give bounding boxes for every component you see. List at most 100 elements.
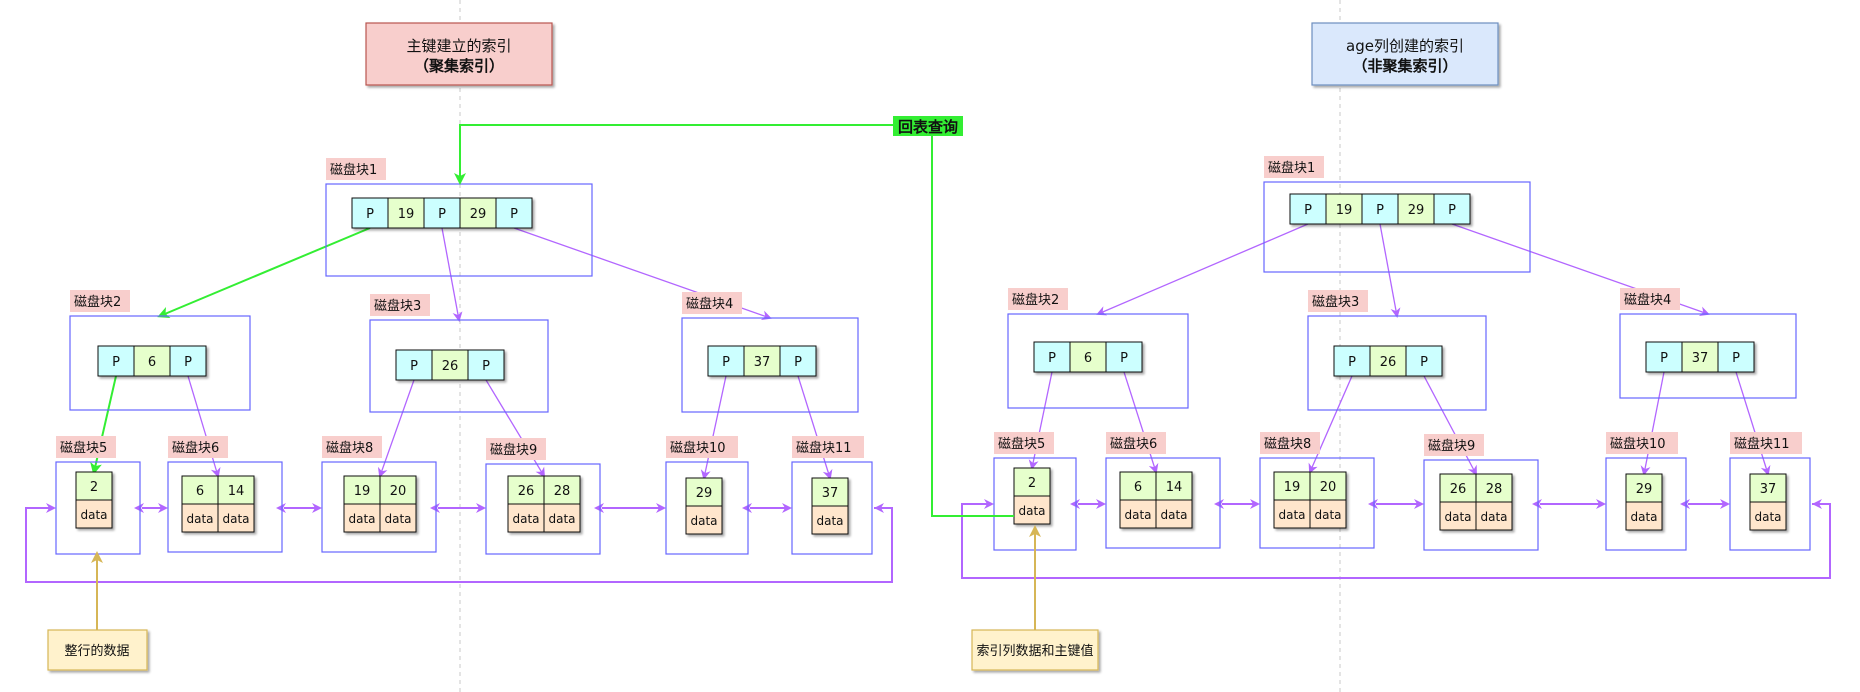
tree1-leaf-block-4-cells <box>507 475 581 533</box>
tree1-leaf-block-1-data-text: data <box>80 508 107 522</box>
tree2-internal-block-3-frame <box>1619 313 1797 399</box>
tree2-leaf-block-6-cells <box>1749 473 1787 531</box>
tree1-edge-root-to-internal-2 <box>441 227 463 322</box>
tree1-internal-block-3-label-bg <box>682 292 742 314</box>
tree1-internal-block-1-key-text: 6 <box>148 355 156 370</box>
tree2-internal-block-1-pointer-cell <box>1105 341 1143 373</box>
tree2-root-block-cells <box>1289 193 1471 225</box>
tree2-leaf-block-4-data-text: data <box>1444 510 1471 524</box>
tree2-leaf-block-1-cells <box>1013 467 1051 525</box>
tree2-internal-block-2-key-text: 26 <box>1380 355 1397 370</box>
tree1-leaf-block-3-frame <box>321 461 437 553</box>
tree1-leaf-block-4-key-cell <box>507 475 545 505</box>
tree2-leaf-block-2-data-cell <box>1155 499 1193 529</box>
tree2-leaf-block-1-data-text: data <box>1018 504 1045 518</box>
tree1-internal-block-2-key-text: 26 <box>442 359 459 374</box>
tree1-leaf-block-6-label-bg <box>792 436 864 458</box>
tree1-internal-block-2-key-cell <box>431 349 469 381</box>
tree2-root-block-pointer-cell <box>1361 193 1399 225</box>
tree1-leaf-block-1-key-text: 2 <box>90 480 98 495</box>
tree2-leaf-block-2-cells <box>1119 471 1193 529</box>
tree2-leaf-block-1-data-cell <box>1013 495 1051 525</box>
tree1-edge-internal-to-leaf-5 <box>700 375 727 480</box>
tree1-leaf-block-1-data-cell <box>75 499 113 529</box>
tree1-leaf-block-4-label: 磁盘块9 <box>490 442 537 458</box>
tree2-internal-block-1-pointer-cell <box>1033 341 1071 373</box>
tree1-leaf-block-4-key-text: 26 <box>518 484 535 499</box>
tree1-leaf-block-6-data-cell <box>811 505 849 535</box>
tree2-leaf-loop <box>961 499 1831 579</box>
tree1-leaf-block-2-label-bg <box>168 436 228 458</box>
tree1-leaf-block-3-key-text: 20 <box>390 484 407 499</box>
tree1-root-block-pointer-cell <box>423 197 461 229</box>
tree1-internal-block-3-frame <box>681 317 859 413</box>
tree2-leaf-block-2-label-bg <box>1106 432 1166 454</box>
tree2-leaf-block-2-data-text: data <box>1124 508 1151 522</box>
tree2-leaf-block-1-label-bg <box>994 432 1054 454</box>
tree2-internal-block-3-pointer-text: P <box>1660 351 1668 366</box>
tree2-leaf-block-6-label: 磁盘块11 <box>1734 436 1790 452</box>
tree1-edge-internal-to-leaf-2 <box>187 375 221 478</box>
tree2-root-block-label: 磁盘块1 <box>1268 160 1315 176</box>
tree1-internal-block-2-pointer-text: P <box>482 359 490 374</box>
tree1-root-block-label-bg <box>326 158 386 180</box>
tree2-leaf-block-4-data-cell <box>1475 501 1513 531</box>
tree2-internal-block-3-key-text: 37 <box>1692 351 1709 366</box>
tree1-leaf-block-6-cells <box>811 477 849 535</box>
tree1-internal-block-1-pointer-text: P <box>184 355 192 370</box>
tree2-internal-block-1-pointer-text: P <box>1120 351 1128 366</box>
tree1-leaf-block-5-label-bg <box>666 436 738 458</box>
tree1-leaf-block-3-data-cell <box>343 503 381 533</box>
tree2-leaf-block-3-data-text: data <box>1314 508 1341 522</box>
tree1-leaf-block-1-cells <box>75 471 113 529</box>
note-secondary <box>971 629 1099 671</box>
tree2-leaf-block-3-key-cell <box>1273 471 1311 501</box>
tree2-edge-internal-to-leaf-4 <box>1423 375 1477 476</box>
tree2-leaf-block-5-data-text: data <box>1630 510 1657 524</box>
tree1-internal-block-1-key-cell <box>133 345 171 377</box>
tree2-leaf-block-3-data-cell <box>1309 499 1347 529</box>
tree2-root-block-pointer-text: P <box>1304 203 1312 218</box>
tree2-leaf-block-5-label: 磁盘块10 <box>1610 436 1666 452</box>
tree1-internal-block-1-frame <box>69 315 251 411</box>
tree1-internal-block-1-cells <box>97 345 207 377</box>
tree2-leaf-block-4-key-cell <box>1439 473 1477 503</box>
lookup-label: 回表查询 <box>898 118 958 136</box>
tree2-edge-root-to-internal-2 <box>1379 223 1401 318</box>
tree1-leaf-block-2-key-text: 14 <box>228 484 245 499</box>
tree2-internal-block-3-pointer-cell <box>1717 341 1755 373</box>
tree1-leaf-block-3-key-cell <box>343 475 381 505</box>
tree1-root-block-pointer-cell <box>351 197 389 229</box>
tree2-leaf-block-4-key-text: 28 <box>1486 482 1503 497</box>
tree1-root-block-cells <box>351 197 533 229</box>
tree2-edge-internal-to-leaf-6 <box>1735 371 1771 476</box>
tree1-internal-block-1-label-bg <box>70 290 130 312</box>
tree1-root-block-pointer-text: P <box>510 207 518 222</box>
tree2-internal-block-1-label-bg <box>1008 288 1068 310</box>
tree2-leaf-block-3-label: 磁盘块8 <box>1264 436 1311 452</box>
tree1-root-block-key-cell <box>459 197 497 229</box>
tree2-leaf-block-3-key-text: 19 <box>1284 480 1301 495</box>
tree1-internal-block-3-pointer-cell <box>779 345 817 377</box>
tree2-leaf-block-5-key-text: 29 <box>1636 482 1653 497</box>
tree2-leaf-block-4-label: 磁盘块9 <box>1428 438 1475 454</box>
tree1-internal-block-1-label: 磁盘块2 <box>74 294 121 310</box>
title-secondary-line1: age列创建的索引 <box>1346 37 1464 55</box>
tree1-leaf-block-2-data-cell <box>181 503 219 533</box>
tree1-root-block-pointer-cell <box>495 197 533 229</box>
tree2-leaf-block-1-label: 磁盘块5 <box>998 436 1045 452</box>
tree2-leaf-block-2-key-cell <box>1119 471 1157 501</box>
tree1-leaf-block-5-data-cell <box>685 505 723 535</box>
tree2-leaf-block-3-cells <box>1273 471 1347 529</box>
tree1-leaf-loop <box>25 503 893 583</box>
tree2-leaf-block-4-frame <box>1423 459 1539 551</box>
tree1-leaf-block-3-label: 磁盘块8 <box>326 440 373 456</box>
tree1-leaf-block-4-frame <box>485 463 601 555</box>
tree1-internal-block-1-pointer-cell <box>169 345 207 377</box>
tree1-leaf-block-2-key-text: 6 <box>196 484 204 499</box>
tree2-edge-internal-to-leaf-5 <box>1640 371 1665 476</box>
tree1-leaf-block-4-data-cell <box>543 503 581 533</box>
tree2-root-block-pointer-text: P <box>1376 203 1384 218</box>
tree2-leaf-block-1-key-text: 2 <box>1028 476 1036 491</box>
tree2-edge-internal-to-leaf-2 <box>1123 371 1159 474</box>
